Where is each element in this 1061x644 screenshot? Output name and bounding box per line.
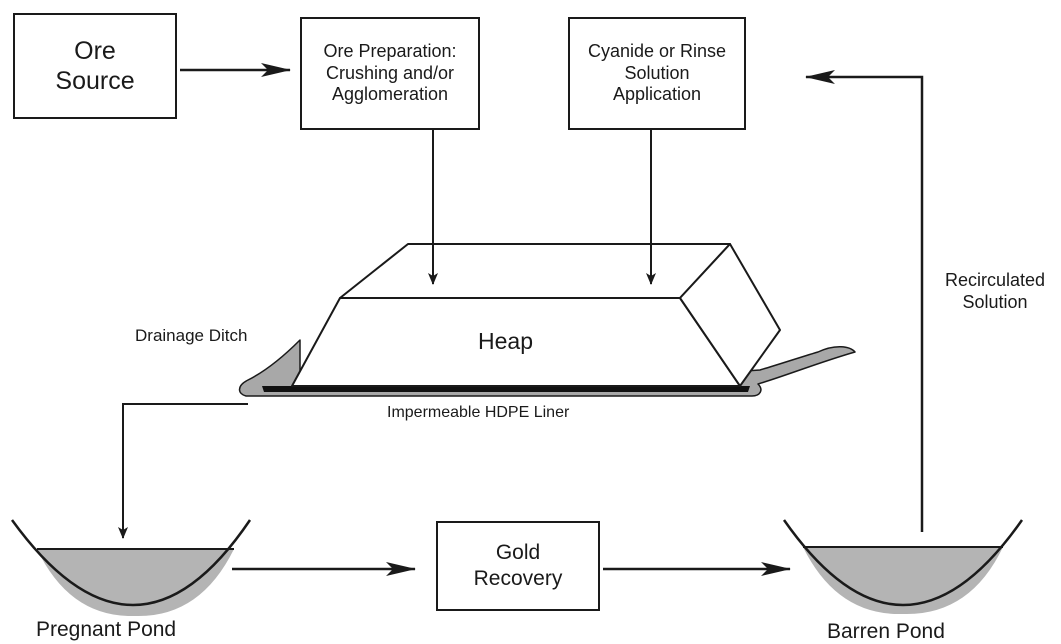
barren-pond-water [803, 547, 1003, 615]
pregnant-pond-label: Pregnant Pond [36, 618, 177, 641]
drainage-ditch-label: Drainage Ditch [135, 326, 248, 345]
ore-source-box: Ore Source [13, 13, 177, 119]
solution-application-box: Cyanide or Rinse Solution Application [568, 17, 746, 130]
pregnant-pond-basin [10, 519, 252, 607]
ore-preparation-box: Ore Preparation: Crushing and/or Agglome… [300, 17, 480, 130]
ore-source-label: Ore Source [55, 36, 135, 96]
heap-side-face [679, 243, 781, 387]
liner-label: Impermeable HDPE Liner [387, 404, 570, 421]
recirculated-solution-label: Recirculated Solution [944, 270, 1046, 312]
hdpe-liner-shape [262, 386, 750, 392]
barren-pond-label: Barren Pond [827, 620, 945, 643]
solution-application-label: Cyanide or Rinse Solution Application [587, 40, 727, 105]
gold-recovery-box: Gold Recovery [436, 521, 600, 611]
heap-top-face [339, 243, 731, 299]
gold-recovery-label: Gold Recovery [473, 541, 563, 590]
arrow-recirculated-solution [805, 70, 924, 532]
barren-pond-basin [782, 519, 1024, 607]
pregnant-pond-water [37, 549, 234, 617]
arrow-ditch-to-pregnant-pond [118, 403, 248, 539]
ore-preparation-label: Ore Preparation: Crushing and/or Agglome… [323, 40, 457, 105]
heap-label: Heap [478, 328, 533, 354]
